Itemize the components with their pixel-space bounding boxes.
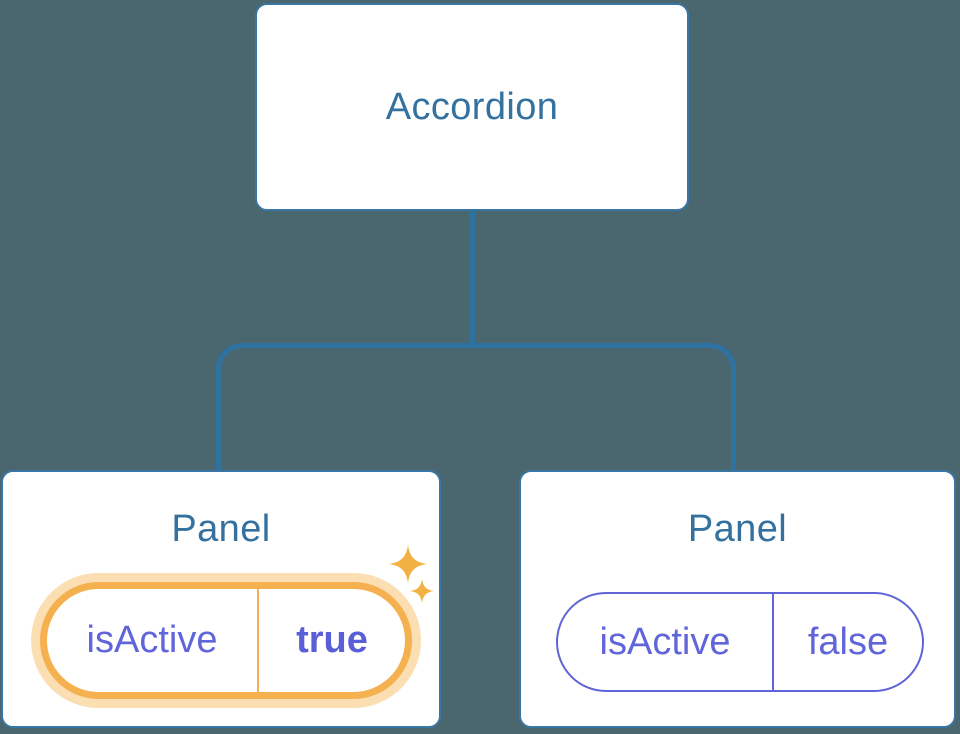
accordion-node-label: Accordion [385, 85, 559, 128]
connector-trunk-line [470, 210, 475, 346]
connector-branch-lines [216, 343, 736, 471]
prop-name-label: isActive [558, 594, 774, 690]
prop-pill-active: isActive true [40, 582, 412, 699]
prop-pill-inactive: isActive false [556, 592, 924, 692]
panel-node-active: Panel isActive true [1, 470, 441, 728]
panel-node-inactive: Panel isActive false [519, 470, 956, 728]
prop-value-label: true [296, 619, 368, 661]
panel-title: Panel [171, 508, 271, 550]
sparkle-icon-small [410, 579, 434, 603]
panel-title: Panel [687, 508, 788, 550]
accordion-node: Accordion [255, 3, 689, 211]
prop-name-label: isActive [47, 589, 259, 692]
sparkle-icon-large [389, 545, 427, 583]
prop-value-label: false [807, 620, 889, 663]
